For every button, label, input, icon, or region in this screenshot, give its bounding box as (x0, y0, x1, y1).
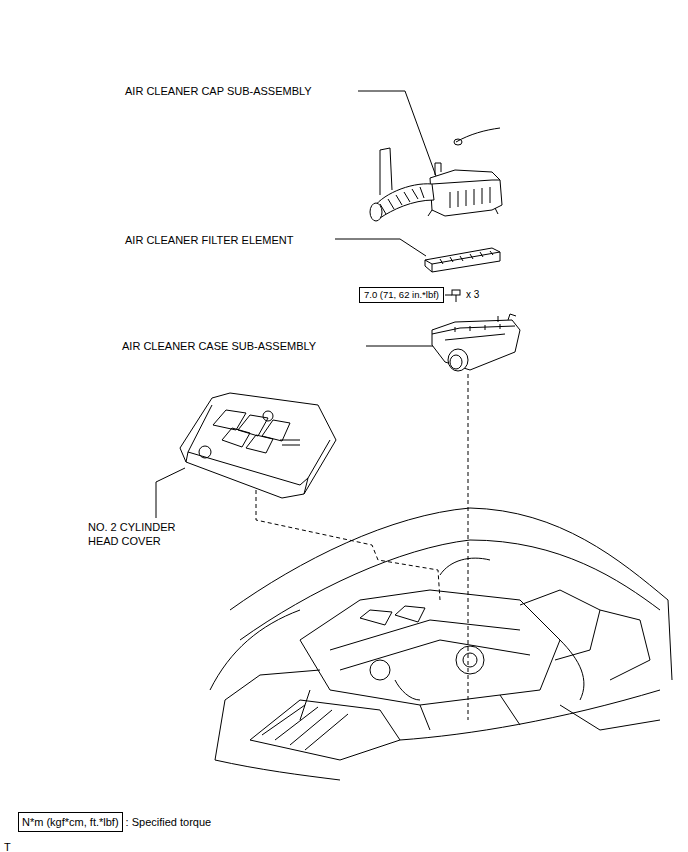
leader-line (335, 239, 426, 256)
quantity-note: x 3 (466, 288, 479, 302)
leader-line (156, 468, 185, 518)
assembly-line (468, 374, 469, 720)
air-cleaner-cap (370, 128, 502, 221)
cylinder-head-cover (180, 393, 336, 498)
filter-element (425, 248, 500, 272)
box-text: 7.0 (71, 62 in.*lbf) (364, 289, 439, 301)
part-name: NO. 2 CYLINDER HEAD COVER (88, 520, 188, 548)
part-name: AIR CLEANER CAP SUB-ASSEMBLY (125, 84, 312, 98)
box-text: N*m (kgf*cm, ft.*lbf) (22, 815, 119, 829)
leader-line (358, 91, 436, 176)
legend-text: : Specified torque (126, 815, 212, 829)
bolt (452, 290, 460, 302)
air-cleaner-case (432, 314, 520, 371)
assembly-line (256, 490, 440, 600)
page-mark: T (4, 840, 11, 852)
leader-line (366, 346, 440, 347)
vehicle-engine-bay (210, 508, 672, 780)
part-name: AIR CLEANER CASE SUB-ASSEMBLY (122, 339, 316, 353)
leader-line (445, 295, 452, 296)
torque-spec-box: 7.0 (71, 62 in.*lbf) (359, 287, 444, 303)
part-name: AIR CLEANER FILTER ELEMENT (125, 233, 294, 247)
unit-legend-box: N*m (kgf*cm, ft.*lbf) (18, 812, 123, 832)
